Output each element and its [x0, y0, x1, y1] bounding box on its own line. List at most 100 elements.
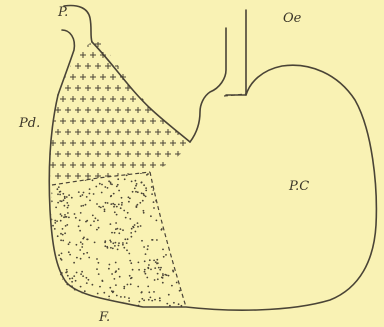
stipple-dot — [188, 230, 190, 232]
cross-mark — [105, 107, 111, 113]
stipple-dot — [79, 219, 81, 221]
stipple-dot — [131, 172, 133, 174]
cross-mark — [190, 74, 196, 80]
cross-mark — [115, 85, 121, 91]
stipple-dot — [151, 193, 153, 195]
cross-mark — [125, 107, 131, 113]
stipple-dot — [78, 225, 80, 227]
stipple-dot — [82, 243, 84, 245]
cross-mark — [65, 151, 71, 157]
stipple-dot — [115, 270, 117, 272]
stipple-dot — [62, 292, 64, 294]
stipple-dot — [172, 270, 174, 272]
cross-mark — [140, 162, 146, 168]
stipple-dot — [179, 203, 181, 205]
stipple-dot — [117, 184, 119, 186]
cross-mark — [180, 118, 186, 124]
cross-mark — [185, 41, 191, 47]
stipple-dot — [128, 297, 130, 299]
stipple-dot — [86, 220, 88, 222]
stipple-dot — [137, 222, 139, 224]
cross-mark — [90, 140, 96, 146]
stipple-dot — [186, 222, 188, 224]
cross-mark — [180, 162, 186, 168]
stipple-dot — [144, 260, 146, 262]
stipple-dot — [138, 269, 140, 271]
cross-mark — [155, 107, 161, 113]
stipple-dot — [80, 212, 82, 214]
stipple-dot — [66, 284, 68, 286]
stipple-dot — [137, 226, 139, 228]
stipple-dot — [54, 222, 56, 224]
stipple-dot — [81, 271, 83, 273]
stipple-dot — [112, 203, 114, 205]
cross-mark — [100, 162, 106, 168]
cross-mark — [75, 63, 81, 69]
stipple-dot — [73, 275, 75, 277]
cross-mark — [60, 162, 66, 168]
stipple-dot — [95, 217, 97, 219]
stipple-dot — [56, 293, 58, 295]
stipple-dot — [130, 232, 132, 234]
stipple-dot — [56, 220, 58, 222]
stipple-dot — [141, 298, 143, 300]
stipple-dot — [76, 300, 78, 302]
stipple-dot — [126, 249, 128, 251]
stipple-dot — [173, 219, 175, 221]
stipple-dot — [118, 204, 120, 206]
stipple-dot — [176, 282, 178, 284]
stipple-dot — [96, 258, 98, 260]
stipple-dot — [104, 186, 106, 188]
stipple-dot — [140, 172, 142, 174]
stipple-dot — [95, 300, 97, 302]
cross-mark — [65, 85, 71, 91]
stipple-dot — [64, 205, 66, 207]
stipple-dot — [115, 262, 117, 264]
cross-mark — [130, 140, 136, 146]
stipple-dot — [173, 178, 175, 180]
stipple-dot — [74, 289, 76, 291]
stipple-dot — [51, 192, 53, 194]
stipple-dot — [48, 251, 50, 253]
stipple-dot — [178, 303, 180, 305]
stipple-dot — [153, 291, 155, 293]
stipple-dot — [182, 213, 184, 215]
stipple-dot — [59, 200, 61, 202]
stipple-dot — [111, 273, 113, 275]
cross-mark — [90, 52, 96, 58]
stipple-dot — [152, 239, 154, 241]
stipple-dot — [170, 228, 172, 230]
stipple-dot — [60, 308, 62, 310]
cross-mark — [165, 41, 171, 47]
stipple-dot — [72, 178, 74, 180]
cross-mark — [70, 74, 76, 80]
stipple-dot — [60, 213, 62, 215]
stipple-dot — [112, 242, 114, 244]
stipple-dot — [71, 285, 73, 287]
cross-mark — [100, 74, 106, 80]
stipple-dot — [61, 279, 63, 281]
cross-mark — [110, 118, 116, 124]
stipple-dot — [156, 259, 158, 261]
stipple-dot — [96, 229, 98, 231]
stipple-dot — [110, 223, 112, 225]
cross-mark — [85, 41, 91, 47]
label-pyloric-division: Pd. — [18, 116, 40, 131]
stipple-dot — [151, 186, 153, 188]
stipple-dot — [161, 190, 163, 192]
cross-mark — [175, 63, 181, 69]
cross-mark — [185, 129, 191, 135]
cross-mark — [75, 41, 81, 47]
stipple-dot — [73, 262, 75, 264]
stipple-dot — [122, 244, 124, 246]
stipple-dot — [54, 220, 56, 222]
stipple-dot — [172, 255, 174, 257]
cross-mark — [145, 41, 151, 47]
cross-mark — [50, 162, 56, 168]
stipple-dot — [135, 185, 137, 187]
stipple-dot — [176, 265, 178, 267]
stipple-dot — [66, 269, 68, 271]
stipple-dot — [145, 190, 147, 192]
stipple-dot — [174, 204, 176, 206]
stipple-dot — [62, 173, 64, 175]
